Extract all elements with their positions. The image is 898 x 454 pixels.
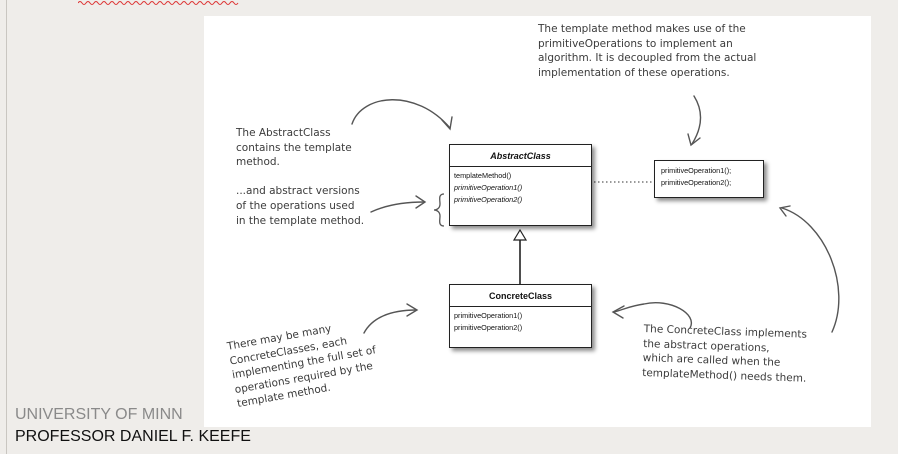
arrow-concrete-implements-note <box>611 302 693 329</box>
arrow-abstract-ops-note <box>370 195 427 213</box>
concrete-op-primitive-2: primitiveOperation2() <box>454 323 523 332</box>
abstract-op-template-method: templateMethod() <box>454 171 512 180</box>
abstract-op-primitive-2: primitiveOperation2() <box>454 195 523 204</box>
note-concrete-implements: The ConcreteClass implements the abstrac… <box>642 322 808 385</box>
abstract-op-primitive-1: primitiveOperation1() <box>454 183 523 192</box>
footer-university: UNIVERSITY OF MINN <box>15 406 183 423</box>
primitive-box-op-1: primitiveOperation1(); <box>661 166 732 175</box>
abstract-class-box: AbstractClass templateMethod() primitive… <box>449 144 592 226</box>
primitive-operations-box: primitiveOperation1(); primitiveOperatio… <box>654 160 764 198</box>
abstract-class-name: AbstractClass <box>450 145 591 167</box>
inheritance-arrowhead <box>512 228 528 241</box>
spellcheck-squiggle <box>78 1 239 5</box>
arrow-many-concrete-note <box>363 303 419 334</box>
arrow-abstractclass-note <box>351 99 453 131</box>
slide-edge <box>6 0 7 454</box>
arrow-template-note <box>687 95 702 147</box>
concrete-class-operations: primitiveOperation1() primitiveOperation… <box>450 307 591 339</box>
concrete-op-primitive-1: primitiveOperation1() <box>454 311 523 320</box>
operations-brace <box>433 193 445 227</box>
note-abstract-ops: ...and abstract versions of the operatio… <box>236 185 365 227</box>
footer-professor: PROFESSOR DANIEL F. KEEFE <box>15 428 251 445</box>
note-abstract-class: The AbstractClass contains the template … <box>236 127 352 168</box>
note-template-method: The template method makes use of the pri… <box>538 23 757 79</box>
arrow-right-curve <box>778 205 840 333</box>
diagram-connectors <box>351 95 840 334</box>
primitive-box-op-2: primitiveOperation2(); <box>661 178 732 187</box>
concrete-class-name: ConcreteClass <box>450 285 591 307</box>
concrete-class-box: ConcreteClass primitiveOperation1() prim… <box>449 284 592 348</box>
diagram-panel: The template method makes use of the pri… <box>204 16 871 427</box>
abstract-class-operations: templateMethod() primitiveOperation1() p… <box>450 167 591 211</box>
primitive-box-operations: primitiveOperation1(); primitiveOperatio… <box>655 161 763 193</box>
